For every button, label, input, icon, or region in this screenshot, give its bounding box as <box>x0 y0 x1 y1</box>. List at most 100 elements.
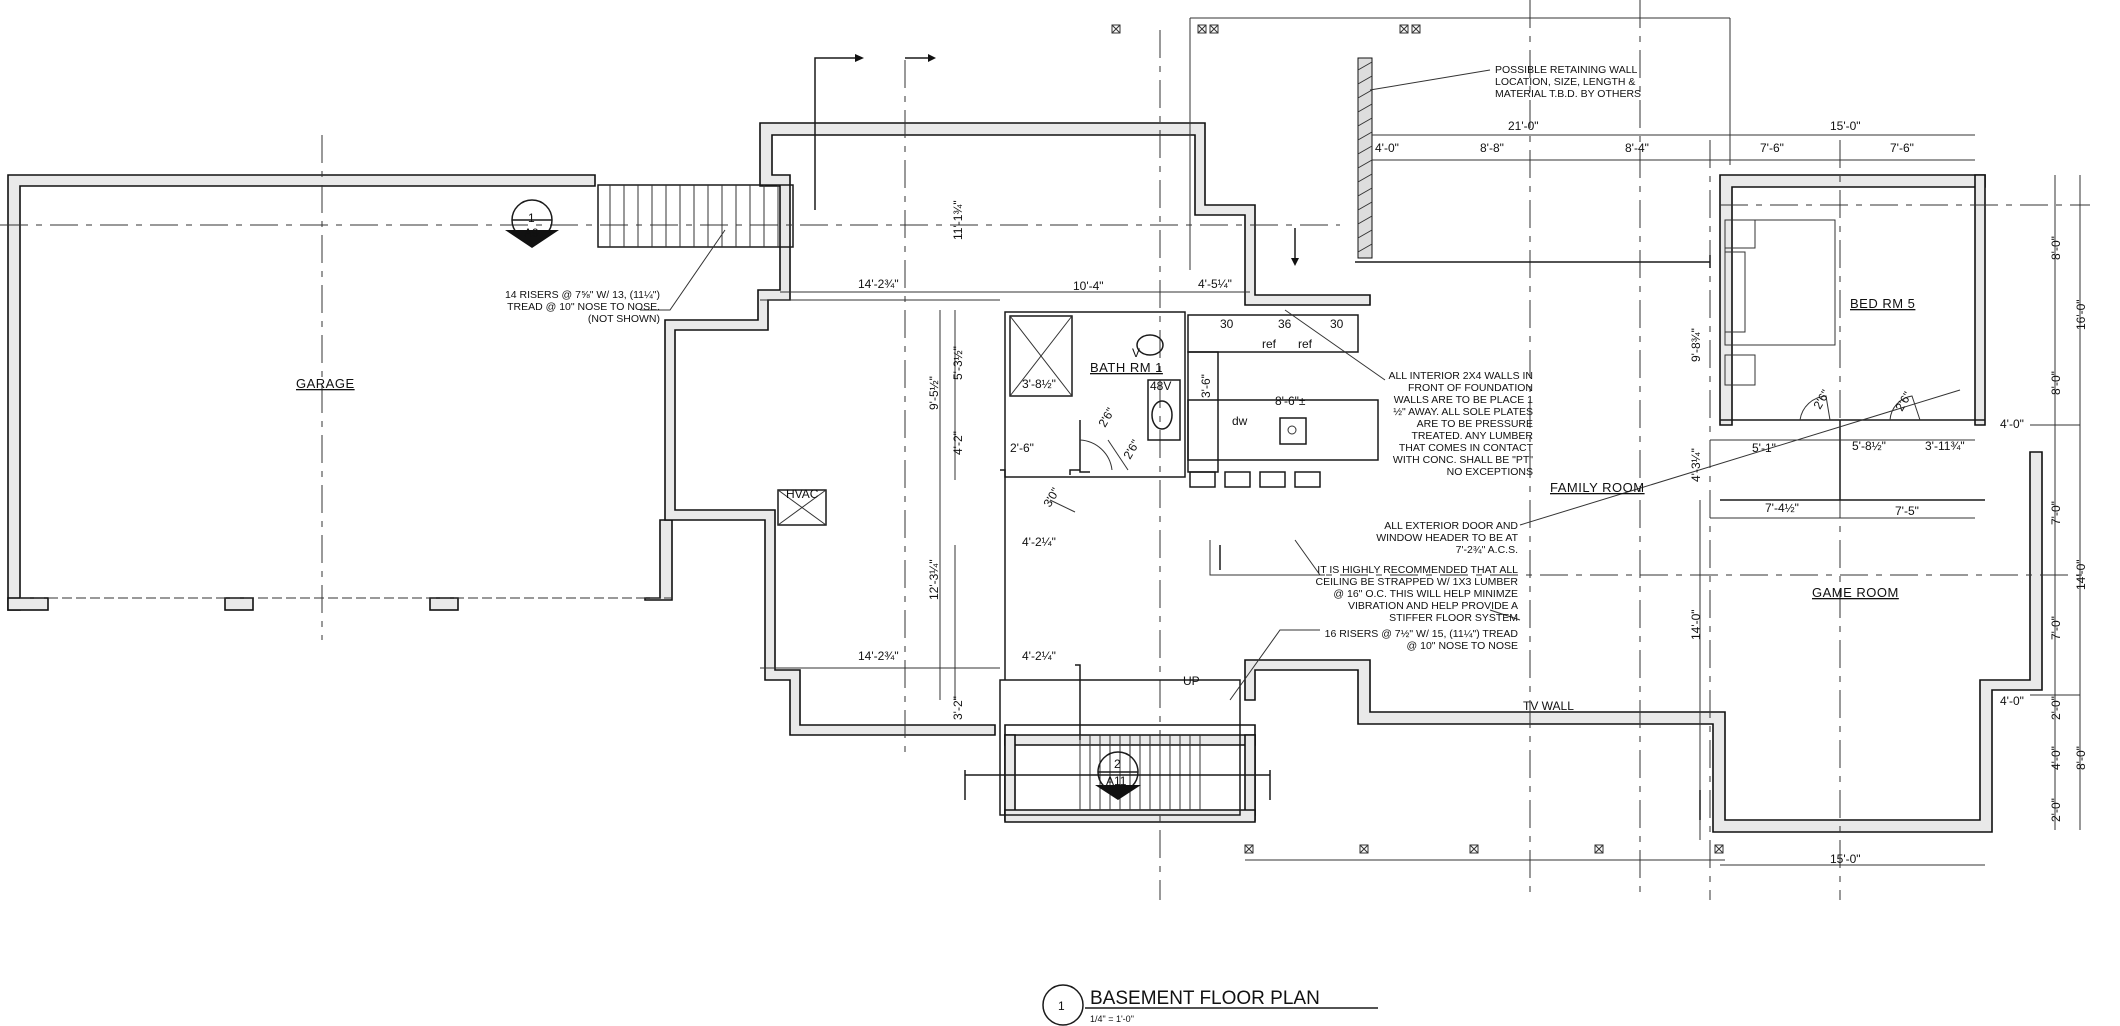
dim-4-2q-b: 4'-2¼" <box>1022 649 1056 663</box>
section-a9-sheet: A9 <box>524 226 539 240</box>
dim-3-11: 3'-11¾" <box>1925 439 1965 453</box>
garage-stair <box>597 184 794 248</box>
room-label-bed: BED RM 5 <box>1850 296 1915 311</box>
svg-text:STIFFER FLOOR SYSTEM: STIFFER FLOOR SYSTEM <box>1389 612 1518 624</box>
dim-top-15-0: 15'-0" <box>1830 119 1861 133</box>
svg-text:TREATED. ANY LUMBER: TREATED. ANY LUMBER <box>1411 430 1533 442</box>
dim-9-8: 9'-8¾" <box>1689 328 1703 362</box>
dim-right-8-0a: 8'-0" <box>2049 236 2063 260</box>
dim-14-2-bottom: 14'-2¾" <box>858 649 899 663</box>
dim-top-8-8: 8'-8" <box>1480 141 1504 155</box>
fixture-ref-2: ref <box>1298 337 1313 351</box>
svg-text:14 RISERS @ 7⅝" W/ 13, (11¼"): 14 RISERS @ 7⅝" W/ 13, (11¼") <box>505 289 660 301</box>
svg-text:½" AWAY. ALL SOLE PLATES: ½" AWAY. ALL SOLE PLATES <box>1393 406 1533 418</box>
svg-text:VIBRATION AND HELP PROVIDE A: VIBRATION AND HELP PROVIDE A <box>1348 600 1518 612</box>
svg-text:@ 16" O.C. THIS WILL HELP MINI: @ 16" O.C. THIS WILL HELP MINIMZE <box>1333 588 1518 600</box>
section-a11-number: 2 <box>1114 757 1121 771</box>
fixture-ref-1: ref <box>1262 337 1277 351</box>
dim-9-5: 9'-5½" <box>927 376 941 410</box>
basement-stair <box>964 679 1271 816</box>
cabinet-30a: 30 <box>1220 317 1234 331</box>
plan-title: BASEMENT FLOOR PLAN <box>1090 988 1320 1009</box>
dim-7-5: 7'-5" <box>1895 504 1919 518</box>
svg-text:ARE TO BE PRESSURE: ARE TO BE PRESSURE <box>1417 418 1533 430</box>
note-stair-14-risers: 14 RISERS @ 7⅝" W/ 13, (11¼") TREAD @ 10… <box>505 289 660 325</box>
dim-3-2: 3'-2" <box>951 696 965 720</box>
dim-2-6c: 2'6" <box>1120 437 1142 461</box>
dim-14-2-top: 14'-2¾" <box>858 277 899 291</box>
room-label-garage: GARAGE <box>296 376 355 391</box>
dimension-lines <box>760 134 2081 866</box>
note-retaining-wall: POSSIBLE RETAINING WALL LOCATION, SIZE, … <box>1495 64 1641 100</box>
dim-4-5: 4'-5¼" <box>1198 277 1232 291</box>
title-number: 1 <box>1058 999 1065 1013</box>
dim-3-0: 3'0" <box>1040 485 1062 509</box>
dim-7-4: 7'-4½" <box>1765 501 1799 515</box>
svg-text:IT IS HIGHLY RECOMMENDED THAT: IT IS HIGHLY RECOMMENDED THAT ALL <box>1317 564 1518 576</box>
center-lines <box>0 0 2090 900</box>
svg-text:WITH CONC. SHALL BE "PT": WITH CONC. SHALL BE "PT" <box>1393 454 1533 466</box>
section-marker-a9 <box>505 199 559 248</box>
dim-3-8: 3'-8½" <box>1022 377 1056 391</box>
svg-text:FRONT OF FOUNDATION: FRONT OF FOUNDATION <box>1408 382 1533 394</box>
dim-15-0-bottom: 15'-0" <box>1830 852 1861 866</box>
dim-right-2-0b: 2'-0" <box>2049 798 2063 822</box>
svg-text:TREAD @ 10" NOSE TO NOSE.: TREAD @ 10" NOSE TO NOSE. <box>507 301 660 313</box>
dim-right-14-0: 14'-0" <box>2074 559 2088 590</box>
dim-4-2q-a: 4'-2¼" <box>1022 535 1056 549</box>
title-marker <box>1042 984 1378 1026</box>
dim-3-6: 3'-6" <box>1199 374 1213 398</box>
dim-5-8: 5'-8½" <box>1852 439 1886 453</box>
svg-text:WALLS ARE TO BE PLACE 1: WALLS ARE TO BE PLACE 1 <box>1394 394 1533 406</box>
dim-14-0: 14'-0" <box>1689 609 1703 640</box>
cabinet-36: 36 <box>1278 317 1292 331</box>
dim-top-7-6b: 7'-6" <box>1890 141 1914 155</box>
svg-text:ALL INTERIOR 2X4 WALLS IN: ALL INTERIOR 2X4 WALLS IN <box>1388 370 1533 382</box>
svg-text:(NOT SHOWN): (NOT SHOWN) <box>588 313 660 325</box>
water-heater-label: 48V <box>1150 379 1171 393</box>
note-interior-walls: ALL INTERIOR 2X4 WALLS IN FRONT OF FOUND… <box>1388 370 1533 478</box>
stair-up-label: UP <box>1183 674 1200 688</box>
tv-wall-label: TV WALL <box>1523 699 1574 713</box>
dim-right-8-0c: 8'-0" <box>2074 746 2088 770</box>
svg-text:CEILING BE STRAPPED W/ 1X3 LUM: CEILING BE STRAPPED W/ 1X3 LUMBER <box>1316 576 1519 588</box>
dim-top-8-4: 8'-4" <box>1625 141 1649 155</box>
dim-2-6b: 2'6" <box>1095 405 1117 429</box>
note-ceiling-strapping: IT IS HIGHLY RECOMMENDED THAT ALL CEILIN… <box>1316 564 1519 624</box>
cabinet-30b: 30 <box>1330 317 1344 331</box>
note-header-height: ALL EXTERIOR DOOR AND WINDOW HEADER TO B… <box>1376 520 1518 556</box>
svg-text:16 RISERS @ 7½" W/ 15, (11¼"): 16 RISERS @ 7½" W/ 15, (11¼") TREAD <box>1325 628 1519 640</box>
svg-text:THAT COMES IN CONTACT: THAT COMES IN CONTACT <box>1399 442 1534 454</box>
dim-top-21: 21'-0" <box>1508 119 1539 133</box>
dim-right-2-0a: 2'-0" <box>2049 696 2063 720</box>
dim-10-4: 10'-4" <box>1073 279 1104 293</box>
column-markers <box>1111 17 1731 861</box>
section-arrows <box>814 54 1701 820</box>
dim-right-7-0a: 7'-0" <box>2049 501 2063 525</box>
dim-5-1: 5'-1" <box>1752 441 1776 455</box>
retaining-wall <box>1357 57 1373 259</box>
svg-text:ALL EXTERIOR DOOR AND: ALL EXTERIOR DOOR AND <box>1384 520 1518 532</box>
dim-right-7-0b: 7'-0" <box>2049 616 2063 640</box>
dim-5-3: 5'-3½" <box>951 346 965 380</box>
dim-8-6: 8'-6"± <box>1275 394 1306 408</box>
svg-text:POSSIBLE RETAINING WALL: POSSIBLE RETAINING WALL <box>1495 64 1638 76</box>
hvac-label: HVAC <box>786 487 819 501</box>
dim-4-0-right-2: 4'-0" <box>2000 694 2024 708</box>
dim-top-7-6a: 7'-6" <box>1760 141 1784 155</box>
section-a11-sheet: A11 <box>1106 774 1127 788</box>
vent-label: V <box>1132 346 1140 360</box>
dim-4-0-right: 4'-0" <box>2000 417 2024 431</box>
svg-text:@ 10" NOSE TO NOSE: @ 10" NOSE TO NOSE <box>1407 640 1518 652</box>
dim-right-16-0: 16'-0" <box>2074 299 2088 330</box>
leader-lines <box>640 69 1961 701</box>
section-marker-a11 <box>1095 751 1141 800</box>
dim-4-3: 4'-3¼" <box>1689 448 1703 482</box>
dim-12-3: 12'-3¼" <box>927 559 941 600</box>
dim-right-4-0: 4'-0" <box>2049 746 2063 770</box>
dim-11-1: 11'-1¾" <box>951 200 965 240</box>
svg-text:NO EXCEPTIONS: NO EXCEPTIONS <box>1447 466 1533 478</box>
bed-furniture <box>1724 219 1836 386</box>
room-label-game: GAME ROOM <box>1812 585 1899 600</box>
